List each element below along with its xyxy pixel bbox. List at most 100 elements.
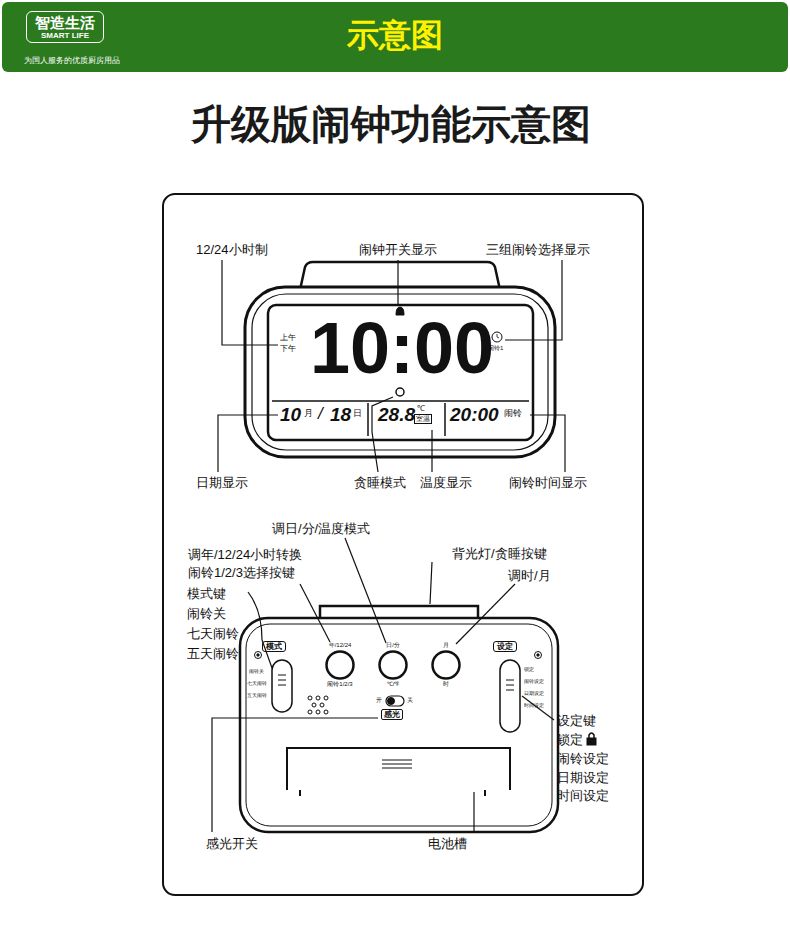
switch-label: 七天闹铃 [247,680,267,686]
clock-front [245,287,555,457]
clock-back [484,790,486,796]
leader-line [431,430,432,472]
clock-front [444,403,446,436]
callout-label: 感光开关 [206,836,258,852]
lcd-digits: 10:00 [310,312,490,384]
clock-back [506,685,514,686]
frame [163,194,643,895]
clock-back [535,652,542,659]
frame [163,194,643,895]
clock-back [316,710,320,714]
clock-back [587,738,596,745]
callout-label: 12/24小时制 [196,242,268,258]
switch-label: 关 [407,697,413,704]
switch-label: 日期设定 [524,690,544,696]
round-button: 年/12/24闹铃1/2/3 [325,642,355,688]
lcd-text: 上午 [280,333,296,343]
leader-line [473,792,474,832]
clock-back [500,660,520,732]
switch-label: 锁定 [524,666,534,672]
leader-line [345,538,386,643]
clock-back [386,696,404,706]
clock-back [382,760,412,761]
clock-back [382,768,412,769]
clock-back [287,748,510,790]
lcd-text: 日 [353,408,362,419]
leader-line [222,260,278,345]
callout-label: 背光灯/贪睡按键 [452,546,547,562]
button-label: 闹铃1/2/3 [327,681,352,688]
lcd-digits: 28.8 [378,404,415,427]
button-circle [433,651,460,678]
clock-front [396,388,404,396]
switch-label: 闹铃设定 [524,678,544,684]
callout-label: 设定键 锁定 闹铃设定 日期设定 时间设定 [557,712,615,806]
leader-line [212,718,378,832]
callout-label: 调日/分/温度模式 [272,521,370,537]
leader-line [505,260,562,340]
leader-line [430,562,432,604]
callout-label: 贪睡模式 [354,475,406,491]
callout-label: 电池槽 [428,836,467,852]
mode-button: 模式 [262,641,286,652]
button-label: 设定 [497,642,513,651]
clock-back [312,703,316,707]
callout-label: 调时/月 [508,568,551,584]
lcd-digits: 10 [280,404,301,427]
lcd-digits: 20:00 [450,404,499,427]
clock-back [316,696,320,700]
button-label: 时 [443,681,449,688]
clock-back [324,696,328,700]
clock-back [506,690,514,691]
clock-back [382,764,412,765]
lcd-text: 下午 [280,344,296,354]
clock-back [320,703,324,707]
button-label: 感光 [384,710,400,719]
clock-front [367,403,369,436]
lcd-text: 闹铃 [504,408,522,419]
leader-line [456,584,515,644]
clock-back [278,680,286,681]
header-title: 示意图 [295,16,495,54]
callout-label: 调年/12/24小时转换 闹铃1/2/3选择按键 [188,546,324,582]
lcd-text: / [318,404,323,424]
lcd-text: 闹铃1 [488,345,503,352]
clock-front [497,334,499,338]
lcd-text: 室温 [414,414,432,424]
leader-line [212,260,565,832]
clock-back [589,733,594,738]
callout-label: 温度显示 [420,475,472,491]
callout-label: 模式键 闹铃关 七天闹铃 五天闹铃 [187,584,245,665]
clock-back [272,660,292,712]
button-label: ℃/℉ [387,681,400,688]
leader-line [397,260,398,305]
button-circle [431,650,461,680]
light-sensor-button: 感光 [381,709,403,720]
clock-back [324,710,328,714]
clock-back [506,680,514,681]
callout-label: 闹铃时间显示 [509,475,587,491]
callout-label: 日期显示 [196,475,248,491]
round-button: 月时 [431,642,461,688]
clock-back [257,654,259,656]
clock-back [299,790,301,796]
button-circle [378,650,408,680]
lcd-digits: 18 [330,404,351,427]
switch-label: 开 [376,697,382,704]
clock-front [492,332,502,342]
clock-front [272,400,529,402]
lcd-text: 月 [304,408,313,419]
slogan: 为国人服务的优质厨房用品 [24,56,120,66]
leader-line [248,592,272,668]
button-label: 日/分 [386,642,400,649]
clock-back [240,618,558,832]
clock-back [278,675,286,676]
leader-line [522,696,554,720]
callout-label: 三组闹铃选择显示 [486,242,590,258]
header-bar [2,2,788,72]
switch-label: 时间设定 [524,702,544,708]
logo-box: 智造生活SMART LIFE [26,11,104,43]
clock-front [245,262,555,457]
header-bar [2,2,788,72]
clock-back [255,652,262,659]
